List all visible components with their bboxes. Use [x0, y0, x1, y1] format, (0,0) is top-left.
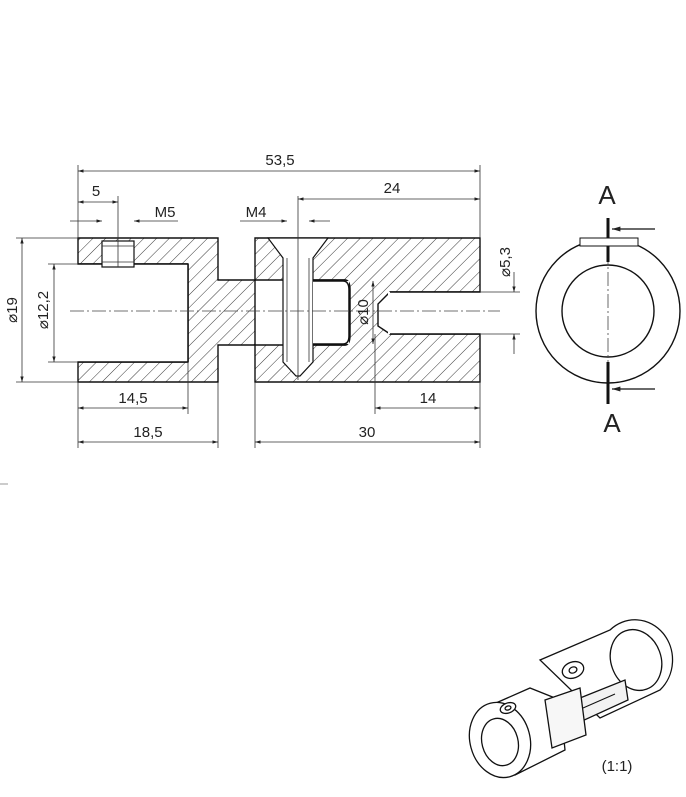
- dim-left-part-length: 18,5: [133, 424, 162, 441]
- section-view: [70, 230, 500, 383]
- end-view: A A: [535, 180, 681, 438]
- dim-bore-depth-left: 14,5: [118, 390, 147, 407]
- dim-bore-depth-right: 14: [420, 390, 437, 407]
- dim-pin-offset: 24: [384, 180, 401, 197]
- dim-pin-thread: M4: [246, 204, 267, 221]
- dim-set-screw-offset: 5: [92, 183, 100, 200]
- scale-note: (1:1): [602, 758, 633, 775]
- dimension-labels: 53,5 5 M5 24 M4 ⌀19 ⌀12,2 ⌀10 ⌀5,3 14,5 …: [4, 152, 514, 441]
- isometric-view: [468, 619, 674, 779]
- section-marker-bottom: A: [603, 408, 621, 438]
- dim-set-screw-thread: M5: [155, 204, 176, 221]
- dimension-lines: [16, 165, 520, 448]
- dim-right-part-length: 30: [359, 424, 376, 441]
- dim-slot-width: ⌀10: [355, 299, 372, 325]
- set-screw: [101, 240, 135, 268]
- left-bore: [78, 264, 188, 362]
- dim-bore-diameter: ⌀12,2: [35, 291, 52, 329]
- dim-outer-diameter: ⌀19: [4, 297, 21, 323]
- section-marker-top: A: [598, 180, 616, 210]
- dim-small-bore: ⌀5,3: [497, 247, 514, 277]
- dim-overall-length: 53,5: [265, 152, 294, 169]
